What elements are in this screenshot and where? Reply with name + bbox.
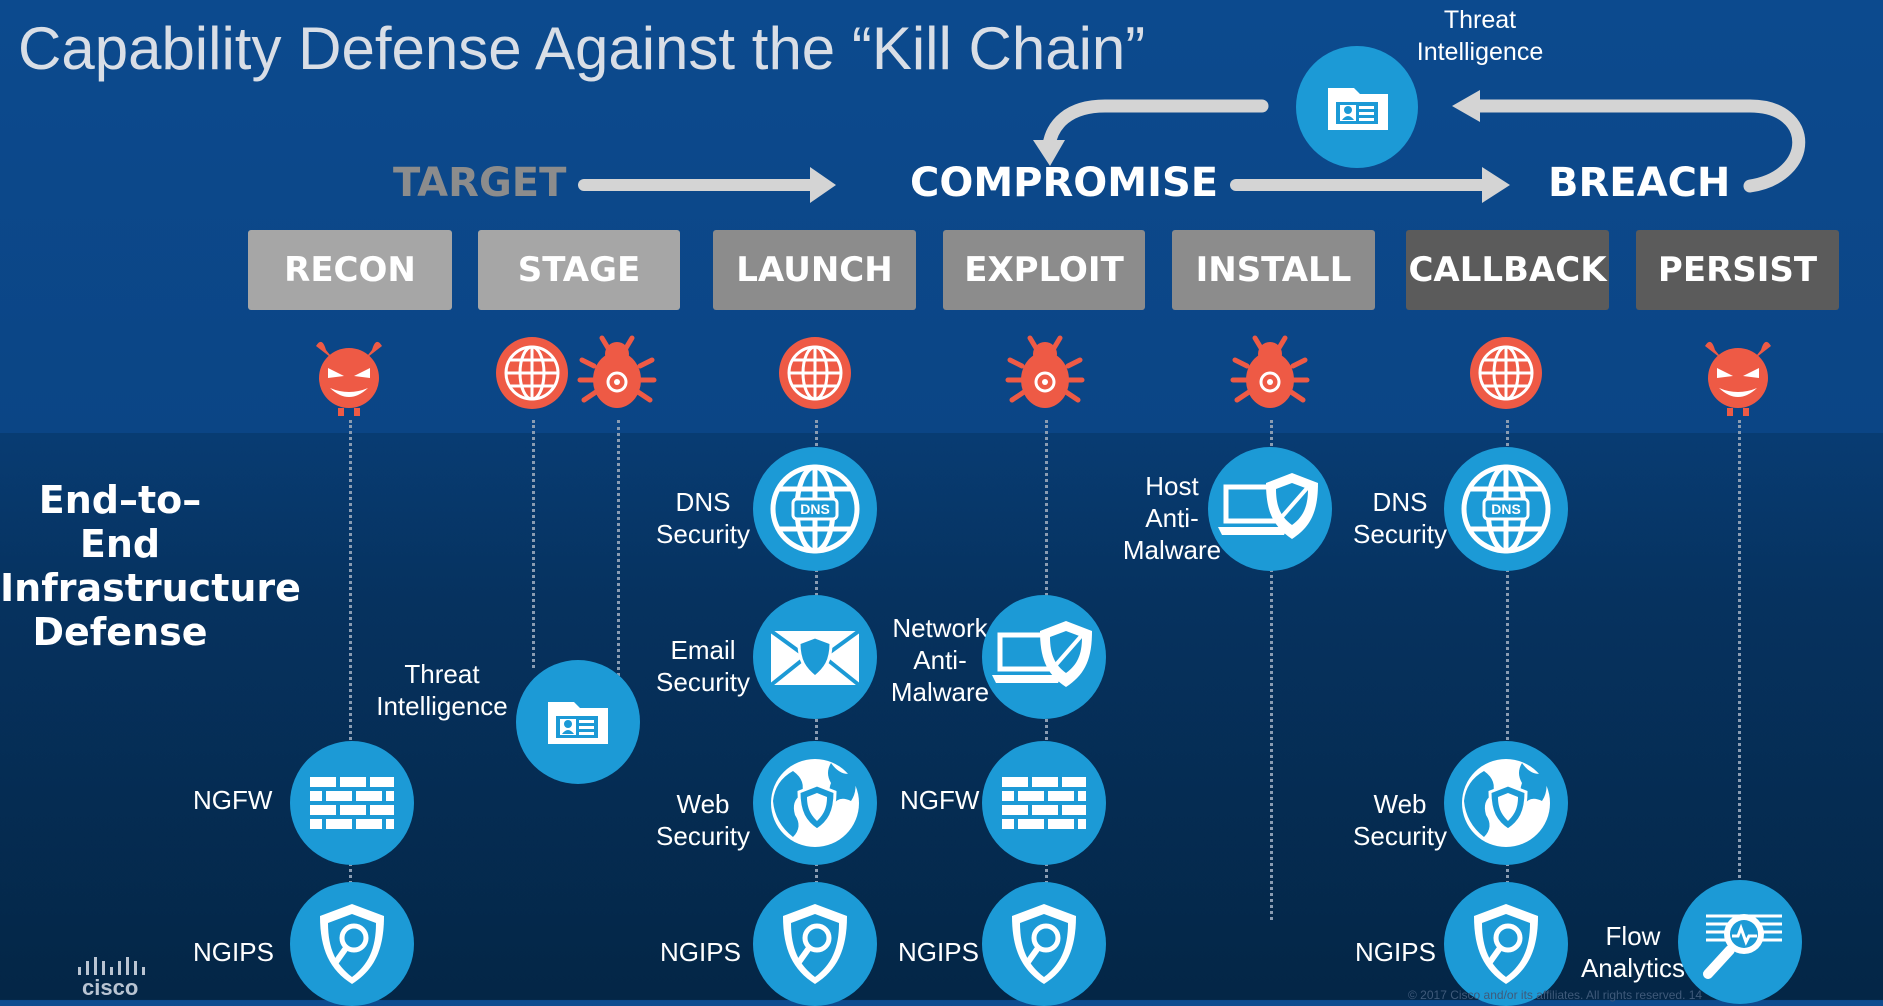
stage-stage: STAGE: [478, 230, 680, 310]
flow-arrows: [578, 90, 1806, 203]
feedback-arrowhead-down: [1033, 140, 1065, 166]
persist-flow-label: Flow Analytics: [1580, 921, 1686, 983]
callback-dns-node: DNS: [1444, 447, 1568, 571]
dns-globe-icon: DNS: [1461, 464, 1551, 554]
launch-dns-node: DNS: [753, 447, 877, 571]
recon-connector: [349, 420, 352, 980]
phase-breach: BREACH: [1548, 160, 1731, 206]
firewall-icon: [1002, 777, 1086, 829]
stage-recon: RECON: [248, 230, 452, 310]
shield-magnifier-icon: [320, 904, 384, 984]
stage-install: INSTALL: [1172, 230, 1375, 310]
exploit-ngips-node: [982, 882, 1106, 1006]
exploit-network-am-node: [982, 595, 1106, 719]
exploit-ngfw-node: [982, 741, 1106, 865]
stage-globe-threat: [489, 330, 575, 416]
exploit-network-am-label: Network Anti- Malware: [890, 613, 990, 707]
shield-magnifier-icon: [1474, 904, 1538, 984]
launch-email-node: [753, 595, 877, 719]
svg-text:DNS: DNS: [800, 501, 830, 517]
top-threat-intelligence-label: Threat Intelligence: [1416, 6, 1544, 66]
stage-threat-intel-label: Threat Intelligence: [376, 659, 508, 721]
stage-connector-b: [617, 420, 620, 700]
exploit-ngips-label: NGIPS: [898, 937, 979, 967]
exploit-bug-threat: [1002, 330, 1088, 416]
page-title: Capability Defense Against the “Kill Cha…: [18, 15, 1146, 82]
install-bug-threat: [1227, 330, 1313, 416]
launch-ngips-label: NGIPS: [660, 937, 741, 967]
install-host-am-node: [1208, 447, 1332, 571]
recon-ngfw-node: [290, 741, 414, 865]
svg-text:DNS: DNS: [1491, 501, 1521, 517]
install-host-am-label: Host Anti- Malware: [1122, 471, 1222, 565]
shield-magnifier-icon: [1012, 904, 1076, 984]
recon-ngips-label: NGIPS: [193, 937, 274, 967]
launch-web-label: Web Security: [656, 789, 750, 851]
launch-web-node: [753, 741, 877, 865]
firewall-icon: [310, 777, 394, 829]
callback-connector: [1506, 420, 1509, 980]
dns-globe-icon: DNS: [770, 464, 860, 554]
recon-ngips-node: [290, 882, 414, 1006]
feedback-arrowhead-right: [1452, 90, 1480, 122]
persist-connector: [1738, 420, 1741, 890]
cisco-logo: cisco: [76, 955, 176, 1000]
arrow-target-to-compromise: [578, 167, 836, 203]
recon-devil-threat: [306, 330, 392, 416]
laptop-shield-icon: [992, 621, 1092, 687]
bug-icon: [577, 335, 657, 408]
web-shield-icon: [771, 759, 859, 847]
install-connector: [1270, 420, 1273, 920]
intel-folder-icon: [548, 702, 608, 744]
web-shield-icon: [1462, 759, 1550, 847]
globe-threat-icon: [779, 337, 851, 409]
stage-persist: PERSIST: [1636, 230, 1839, 310]
intel-folder-icon: [1328, 88, 1388, 130]
callback-web-label: Web Security: [1353, 789, 1447, 851]
launch-dns-label: DNS Security: [656, 487, 750, 549]
stage-bug-threat: [574, 330, 660, 416]
exploit-ngfw-label: NGFW: [900, 785, 980, 815]
stage-threat-intel-node: [516, 660, 640, 784]
persist-devil-threat: [1695, 330, 1781, 416]
stage-exploit: EXPLOIT: [943, 230, 1145, 310]
bug-icon: [1230, 335, 1310, 408]
side-title: End–to–End Infrastructure Defense: [0, 478, 301, 654]
callback-globe-threat: [1463, 330, 1549, 416]
laptop-shield-icon: [1218, 473, 1318, 539]
callback-web-node: [1444, 741, 1568, 865]
cisco-bars-icon: [78, 957, 145, 975]
arrow-compromise-to-breach: [1230, 167, 1510, 203]
header-band: [0, 0, 1883, 433]
copyright-text: © 2017 Cisco and/or its affiliates. All …: [1408, 988, 1703, 1002]
launch-email-label: Email Security: [656, 635, 750, 697]
cisco-wordmark: cisco: [82, 975, 139, 1000]
globe-threat-icon: [1470, 337, 1542, 409]
phase-target: TARGET: [393, 160, 567, 206]
persist-flow-node: [1678, 880, 1802, 1004]
callback-dns-label: DNS Security: [1353, 487, 1447, 549]
email-shield-icon: [769, 629, 861, 687]
devil-icon: [1705, 341, 1771, 416]
callback-ngips-label: NGIPS: [1355, 937, 1436, 967]
phase-compromise: COMPROMISE: [910, 160, 1219, 206]
feedback-loop-arrow: [1042, 99, 1806, 193]
bug-icon: [1005, 335, 1085, 408]
launch-globe-threat: [772, 330, 858, 416]
launch-ngips-node: [753, 882, 877, 1006]
stage-callback: CALLBACK: [1406, 230, 1609, 310]
stage-connector-a: [532, 420, 535, 668]
recon-ngfw-label: NGFW: [193, 785, 273, 815]
devil-icon: [316, 341, 382, 416]
top-threat-intelligence-node: [1296, 46, 1418, 168]
stage-launch: LAUNCH: [713, 230, 916, 310]
callback-ngips-node: [1444, 882, 1568, 1006]
flow-analytics-icon: [1703, 914, 1782, 979]
globe-threat-icon: [496, 337, 568, 409]
shield-magnifier-icon: [783, 904, 847, 984]
